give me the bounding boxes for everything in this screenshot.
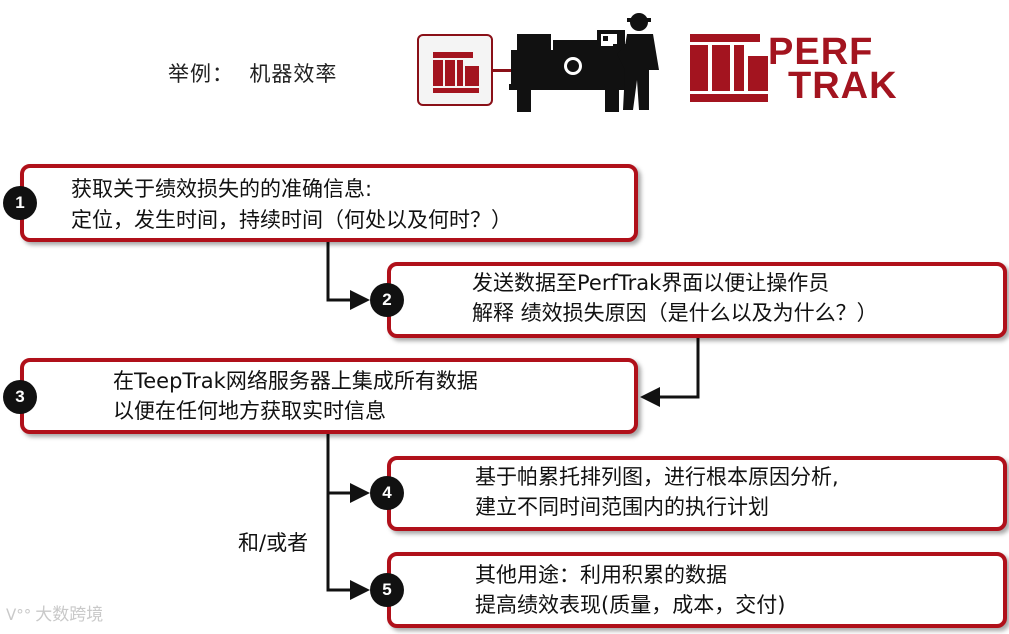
- connector-2-to-3: [660, 338, 700, 399]
- watermark-logo-icon: ᐯ°°: [6, 606, 32, 624]
- logo-text-trak: TRAK: [788, 65, 898, 107]
- step-2-badge: 2: [370, 283, 404, 317]
- connector-3-to-4-5: [326, 434, 352, 592]
- step-4-line-1: 基于帕累托排列图，进行根本原因分析,: [475, 465, 839, 489]
- step-1-badge: 1: [3, 186, 37, 220]
- logo-text-perf: PERF: [768, 31, 874, 73]
- watermark: ᐯ°°大数跨境: [6, 600, 103, 625]
- step-2-line-2: 解释 绩效损失原因（是什么以及为什么？）: [472, 301, 878, 325]
- step-3-badge: 3: [3, 380, 37, 414]
- step-4-badge: 4: [370, 476, 404, 510]
- arrowhead-3: [640, 387, 660, 407]
- watermark-text: 大数跨境: [35, 605, 104, 625]
- step-4-line-2: 建立不同时间范围内的执行计划: [475, 495, 769, 519]
- step-3-line-1: 在TeepTrak网络服务器上集成所有数据: [113, 369, 478, 393]
- connector-1-to-2: [326, 241, 352, 302]
- step-5-badge: 5: [370, 573, 404, 607]
- logo-mark-box: [417, 34, 493, 106]
- arrowhead-4: [350, 483, 370, 503]
- step-5-line-1: 其他用途：利用积累的数据: [475, 563, 727, 587]
- arrowhead-5: [350, 580, 370, 600]
- connector-label: 和/或者: [238, 531, 309, 555]
- step-2-box: [387, 262, 1007, 338]
- arrowhead-2: [350, 290, 370, 310]
- step-1-line-1: 获取关于绩效损失的的准确信息:: [71, 177, 373, 201]
- step-2-line-1: 发送数据至PerfTrak界面以便让操作员: [472, 271, 830, 295]
- step-1-line-2: 定位，发生时间，持续时间（何处以及何时？）: [71, 208, 512, 232]
- step-5-line-2: 提高绩效表现(质量，成本，交付): [475, 593, 786, 617]
- perftrak-logo-icon: [690, 34, 768, 102]
- logo-link-line: [493, 69, 511, 72]
- logo-mark-icon: [433, 52, 479, 93]
- step-4-box: [387, 456, 1007, 531]
- machine-operator-icon: [509, 13, 659, 112]
- step-5-box: [387, 552, 1007, 628]
- step-3-line-2: 以便在任何地方获取实时信息: [113, 399, 386, 423]
- step-1-box: [20, 164, 638, 242]
- step-3-box: [20, 358, 638, 434]
- example-label: 举例： 机器效率: [168, 62, 338, 86]
